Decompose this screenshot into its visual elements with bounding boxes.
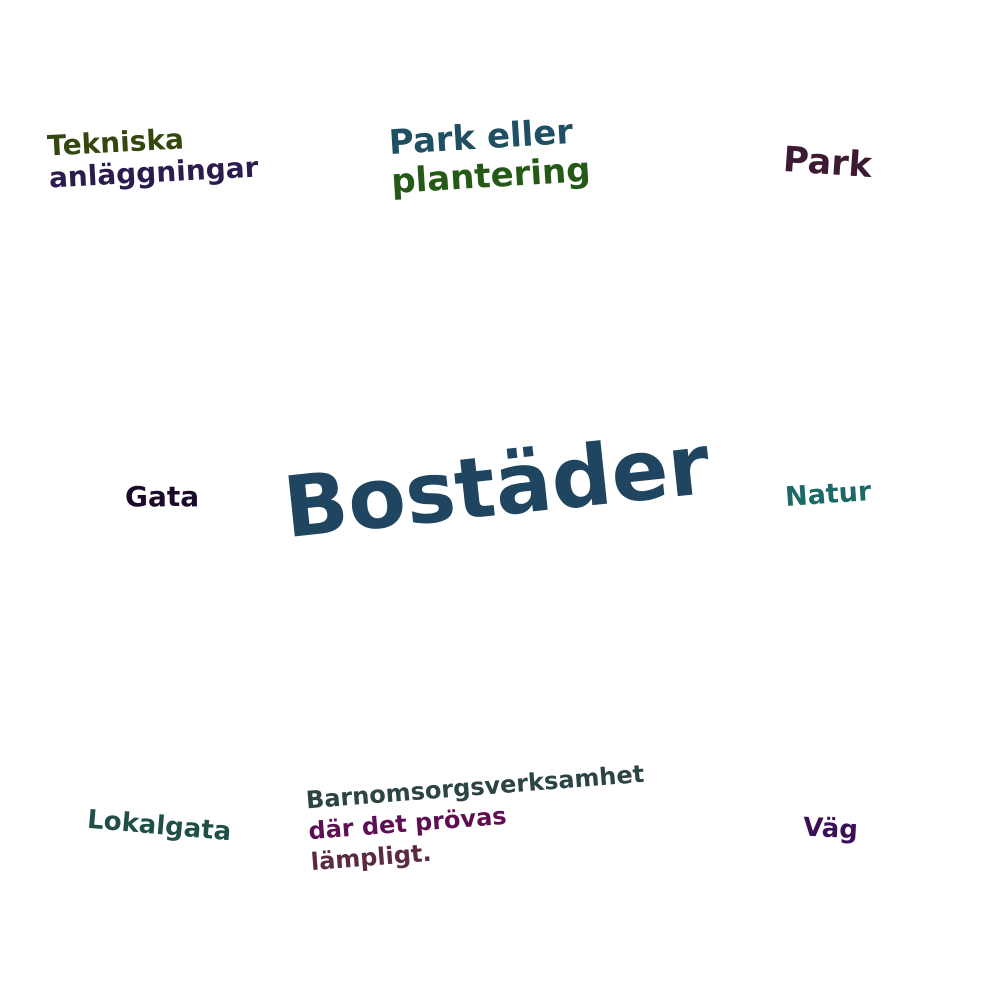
word-bostader: Bostäder: [279, 414, 715, 558]
word-lokalgata: Lokalgata: [86, 804, 233, 848]
word-vag: Väg: [802, 812, 859, 846]
word-natur: Natur: [784, 476, 873, 513]
word-barnomsorgsverksamhet: Barnomsorgsverksamhet där det prövas läm…: [305, 759, 650, 879]
word-gata: Gata: [125, 480, 200, 513]
word-park: Park: [781, 139, 874, 187]
word-tekniska-anlaggningar: Tekniska anläggningar: [46, 120, 259, 195]
word-park-eller-plantering: Park eller plantering: [388, 112, 592, 202]
